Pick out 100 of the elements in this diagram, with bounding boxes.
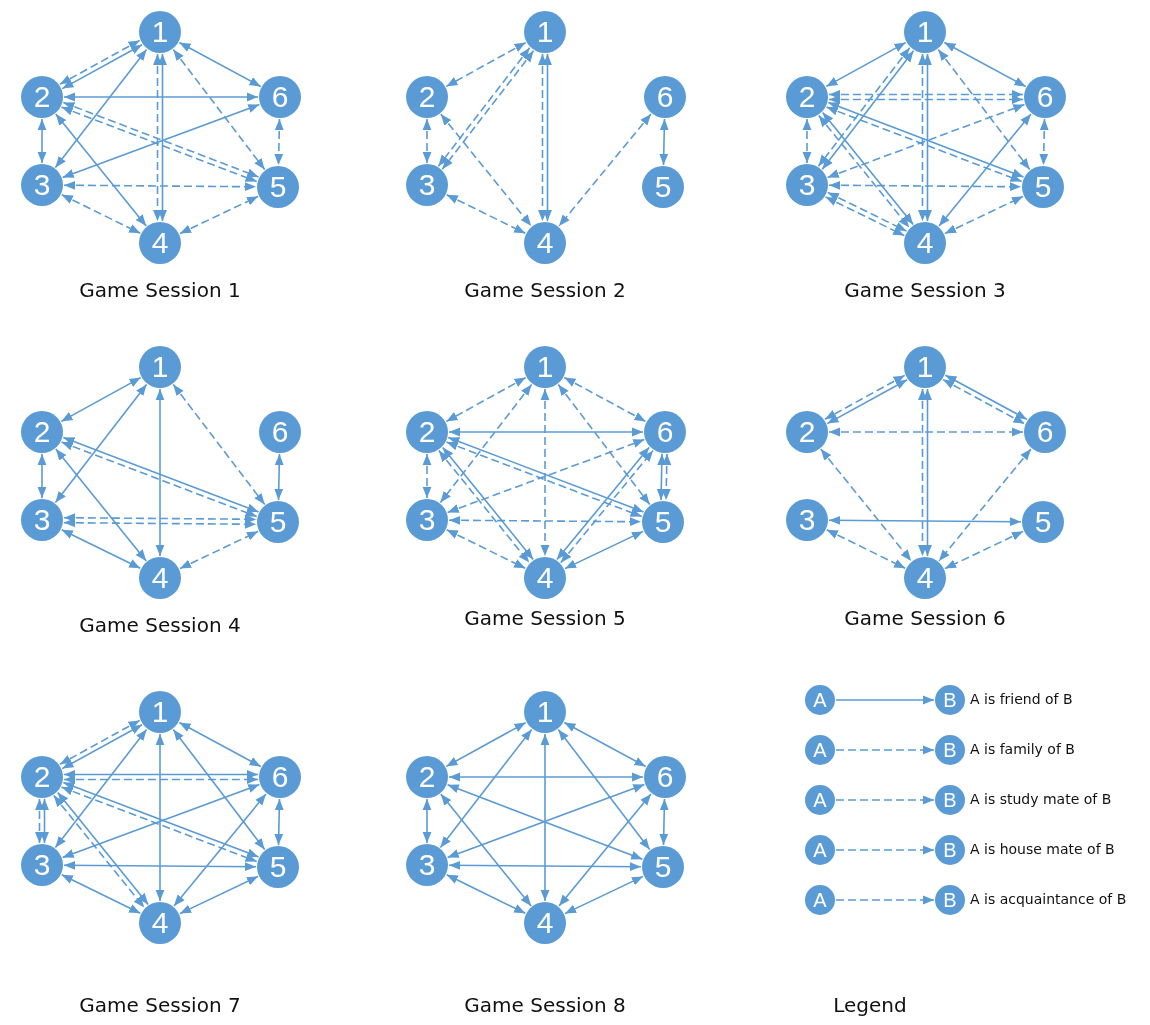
arrow (179, 875, 259, 915)
node-circle: 5 (642, 846, 684, 888)
arrow (439, 383, 533, 504)
arrow (445, 41, 527, 88)
node-circle: 1 (904, 11, 946, 53)
arrow (37, 118, 47, 164)
caption: Game Session 4 (79, 613, 241, 637)
arrow (445, 193, 527, 235)
arrow (440, 113, 532, 227)
arrow (543, 53, 552, 222)
node-circle: 4 (904, 557, 946, 599)
arrow (60, 193, 142, 235)
node-circle: 3 (406, 164, 448, 206)
node-circle: B (935, 835, 965, 865)
arrow (918, 388, 927, 557)
arrow (448, 772, 644, 782)
arrow (448, 515, 642, 527)
node-circle: 2 (406, 411, 448, 453)
arrow (564, 875, 644, 915)
arrow (37, 453, 47, 499)
arrow (944, 530, 1024, 570)
caption: Game Session 1 (79, 278, 241, 302)
arrow (944, 195, 1024, 235)
node-circle: 5 (257, 501, 299, 543)
arrow (661, 453, 672, 501)
legend-text: A is family of B (970, 741, 1075, 757)
arrow (155, 733, 165, 902)
node-circle: 5 (642, 501, 684, 543)
node-circle: 1 (139, 691, 181, 733)
arrow (938, 448, 1032, 562)
arrow (1039, 118, 1049, 166)
node-circle: 5 (1022, 166, 1064, 208)
arrow (558, 113, 652, 227)
node-circle: 2 (21, 76, 63, 118)
arrow (153, 53, 162, 222)
node-circle: 5 (257, 166, 299, 208)
node-circle: A (805, 735, 835, 765)
node-circle: B (935, 785, 965, 815)
node-circle: 4 (904, 222, 946, 264)
node-circle: 5 (642, 166, 684, 208)
arrow (540, 388, 550, 557)
legend-text: A is friend of B (970, 691, 1073, 707)
node-circle: 1 (524, 11, 566, 53)
node-circle: 6 (644, 756, 686, 798)
arrow (60, 376, 142, 423)
arrow (557, 383, 651, 506)
arrow (445, 873, 527, 915)
arrow (448, 427, 644, 437)
arrow (802, 118, 812, 164)
arrow (825, 528, 907, 570)
arrow (178, 721, 262, 768)
node-circle: 6 (644, 76, 686, 118)
node-circle: 6 (644, 411, 686, 453)
arrow (943, 41, 1027, 88)
arrow (60, 528, 142, 570)
node-circle: 5 (257, 846, 299, 888)
arrow (178, 41, 262, 88)
node-circle: 3 (786, 164, 828, 206)
arrow (938, 113, 1032, 227)
arrow (422, 798, 432, 844)
node-circle: 1 (904, 346, 946, 388)
arrow (63, 775, 259, 784)
node-circle: 3 (406, 499, 448, 541)
legend-text: A is study mate of B (970, 791, 1112, 807)
caption: Game Session 6 (844, 606, 1006, 630)
arrow (659, 118, 669, 166)
arrow (274, 118, 284, 166)
arrow (55, 448, 147, 562)
node-circle: 6 (259, 756, 301, 798)
caption: Game Session 3 (844, 278, 1006, 302)
node-circle: 3 (21, 499, 63, 541)
node-circle: 3 (406, 844, 448, 886)
node-circle: A (805, 785, 835, 815)
node-circle: 1 (524, 691, 566, 733)
arrow (422, 453, 432, 499)
node-circle: 4 (139, 222, 181, 264)
arrow (35, 798, 44, 844)
arrow (274, 798, 284, 846)
node-circle: 5 (1022, 501, 1064, 543)
arrow (828, 95, 1024, 104)
node-circle: 2 (406, 756, 448, 798)
node-circle: 6 (259, 411, 301, 453)
arrow (828, 515, 1022, 527)
arrow (54, 48, 148, 169)
arrow (937, 48, 1031, 171)
arrow (923, 53, 932, 222)
arrow (63, 92, 259, 102)
caption: Legend (833, 993, 907, 1017)
arrow (835, 695, 935, 705)
node-circle: 4 (524, 222, 566, 264)
arrow (563, 376, 647, 423)
arrow (55, 113, 147, 227)
arrow (158, 53, 167, 222)
node-circle: 3 (786, 499, 828, 541)
node-circle: 2 (21, 756, 63, 798)
arrow (63, 770, 259, 779)
legend-text: A is acquaintance of B (970, 891, 1127, 907)
arrow (63, 513, 257, 524)
arrow (172, 383, 266, 506)
arrow (538, 53, 547, 222)
